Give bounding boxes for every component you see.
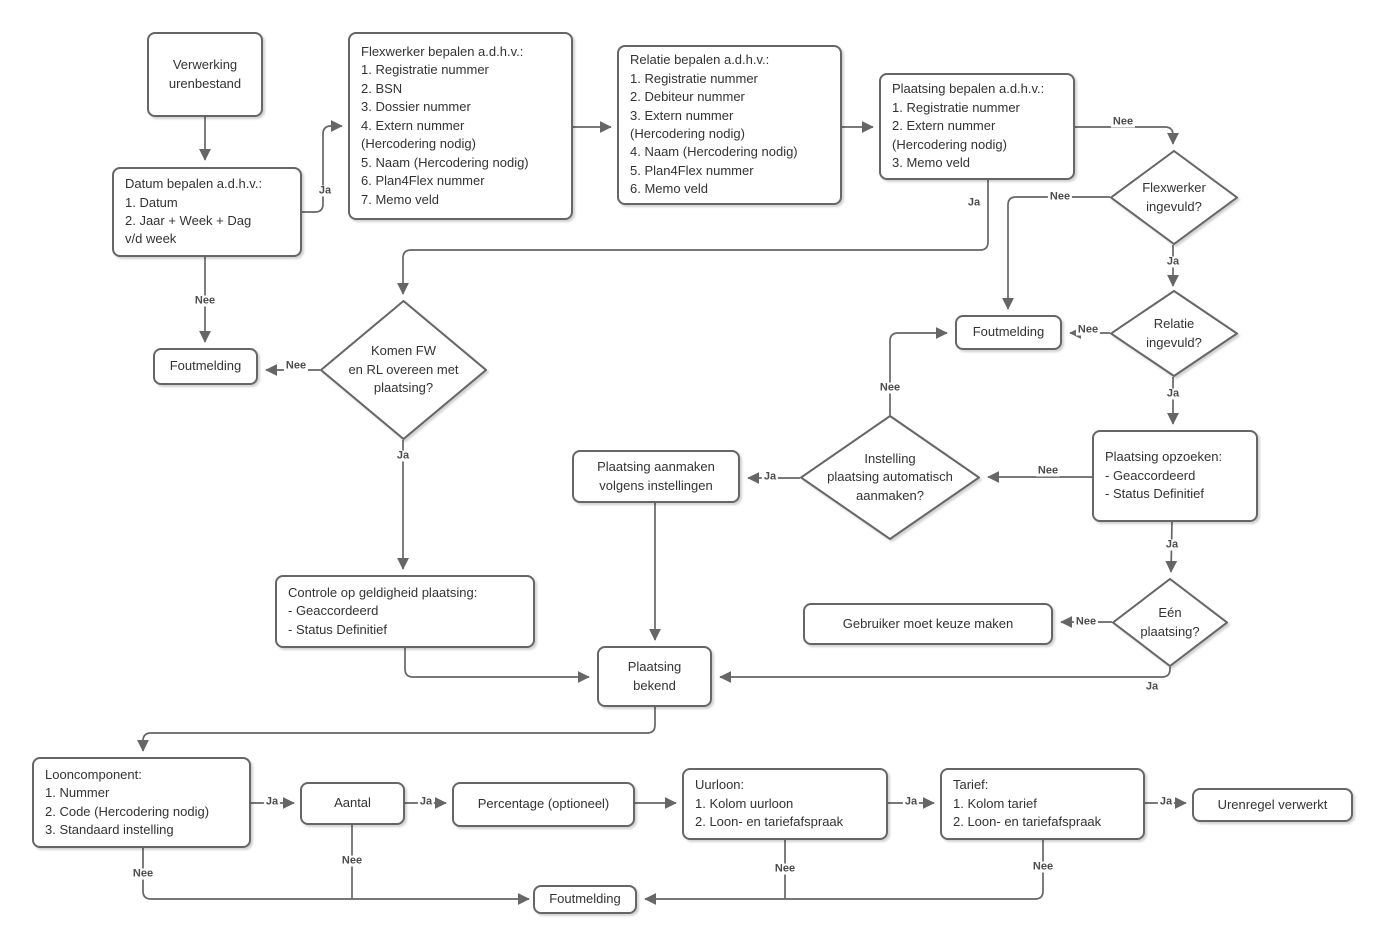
edge-label-flexingevuld-nee-naar-fout: Nee — [1047, 190, 1073, 203]
node-text-verwerking-urenbestand: Verwerking urenbestand — [168, 57, 242, 91]
node-text-flexwerker-ingevuld: Flexwerker ingevuld? — [1142, 180, 1206, 214]
node-plaatsing-bepalen: Plaatsing bepalen a.d.h.v.: 1. Registrat… — [879, 73, 1075, 180]
edge-plaatsing-ja-naar-komen — [397, 180, 989, 295]
node-text-instelling-plaatsing-automatisch: Instelling plaatsing automatisch aanmake… — [827, 450, 953, 503]
edge-label-tarief-nee-naar-fout: Nee — [1030, 860, 1056, 873]
edge-label-looncomponent-nee-naar-fout: Nee — [130, 867, 156, 880]
edge-looncomponent-nee-naar-fout — [142, 848, 530, 905]
node-instelling-plaatsing-automatisch: Instelling plaatsing automatisch aanmake… — [800, 415, 980, 540]
diamond-shape-flexwerker-ingevuld — [1110, 150, 1238, 245]
node-text-foutmelding-links: Foutmelding — [169, 358, 242, 374]
node-relatie-bepalen: Relatie bepalen a.d.h.v.: 1. Registratie… — [617, 45, 842, 205]
node-verwerking-urenbestand: Verwerking urenbestand — [147, 32, 263, 117]
edge-label-relingevuld-nee-naar-fout: Nee — [1075, 323, 1101, 336]
node-foutmelding-links: Foutmelding — [153, 348, 258, 385]
node-tarief: Tarief: 1. Kolom tarief 2. Loon- en tari… — [940, 768, 1145, 840]
node-text-een-plaatsing: Eén plaatsing? — [1140, 605, 1200, 639]
edge-label-uurloon-nee-naar-fout: Nee — [772, 862, 798, 875]
node-text-gebruiker-keuze: Gebruiker moet keuze maken — [842, 615, 1014, 631]
edge-label-datum-naar-flexwerker: Ja — [316, 184, 334, 197]
node-text-foutmelding-midden: Foutmelding — [972, 324, 1045, 340]
node-text-plaatsing-bekend: Plaatsing bekend — [627, 659, 682, 693]
node-datum-bepalen: Datum bepalen a.d.h.v.: 1. Datum 2. Jaar… — [112, 167, 302, 257]
node-foutmelding-onder: Foutmelding — [533, 885, 637, 914]
node-text-tarief: Tarief: 1. Kolom tarief 2. Loon- en tari… — [953, 777, 1102, 830]
node-uurloon: Uurloon: 1. Kolom uurloon 2. Loon- en ta… — [682, 768, 888, 840]
edge-label-aantal-nee-naar-fout: Nee — [339, 854, 365, 867]
edge-label-komen-ja-naar-controle: Ja — [394, 449, 412, 462]
node-plaatsing-bekend: Plaatsing bekend — [597, 646, 712, 707]
edge-label-komen-nee-naar-fout: Nee — [283, 359, 309, 372]
diamond-shape-een-plaatsing — [1112, 578, 1228, 667]
edge-datum-naar-flexwerker — [302, 120, 343, 213]
node-text-uurloon: Uurloon: 1. Kolom uurloon 2. Loon- en ta… — [695, 777, 844, 830]
node-flexwerker-bepalen: Flexwerker bepalen a.d.h.v.: 1. Registra… — [348, 32, 573, 220]
edge-label-instelling-ja-naar-aanmaken: Ja — [761, 470, 779, 483]
edge-label-looncomponent-ja-naar-aantal: Ja — [263, 795, 281, 808]
node-aantal: Aantal — [300, 782, 405, 825]
edge-tarief-nee-naar-fout — [644, 840, 1044, 905]
edge-label-opzoeken-ja-naar-eenplaatsing: Ja — [1163, 538, 1181, 551]
edge-label-eenplaatsing-ja-naar-bekend: Ja — [1143, 680, 1161, 693]
node-text-relatie-ingevuld: Relatie ingevuld? — [1146, 316, 1202, 350]
edge-label-aantal-ja-naar-percentage: Ja — [417, 795, 435, 808]
node-komen-fw-rl-overeen: Komen FW en RL overeen met plaatsing? — [320, 300, 487, 440]
node-text-aantal: Aantal — [334, 795, 371, 811]
node-controle-geldigheid: Controle op geldigheid plaatsing: - Geac… — [275, 575, 535, 648]
edge-eenplaatsing-ja-naar-bekend — [719, 667, 1171, 683]
node-gebruiker-keuze: Gebruiker moet keuze maken — [803, 603, 1053, 645]
edge-bekend-naar-looncomponent — [137, 707, 656, 752]
node-text-plaatsing-aanmaken: Plaatsing aanmaken volgens instellingen — [597, 459, 715, 493]
edge-label-plaatsing-nee-naar-flexingevuld: Nee — [1110, 115, 1136, 128]
node-text-komen-fw-rl-overeen: Komen FW en RL overeen met plaatsing? — [348, 343, 459, 396]
node-relatie-ingevuld: Relatie ingevuld? — [1110, 290, 1238, 377]
node-looncomponent: Looncomponent: 1. Nummer 2. Code (Hercod… — [32, 757, 251, 848]
node-text-datum-bepalen: Datum bepalen a.d.h.v.: 1. Datum 2. Jaar… — [125, 176, 263, 247]
edge-label-tarief-ja-naar-urenregel: Ja — [1157, 795, 1175, 808]
edge-label-opzoeken-nee-naar-instelling: Nee — [1035, 464, 1061, 477]
edge-plaatsing-nee-naar-flexingevuld — [1075, 126, 1179, 145]
edge-instelling-nee-naar-fout — [889, 327, 948, 415]
edge-label-flexingevuld-ja-naar-relingevuld: Ja — [1164, 255, 1182, 268]
node-text-urenregel-verwerkt: Urenregel verwerkt — [1217, 796, 1328, 812]
node-text-plaatsing-opzoeken: Plaatsing opzoeken: - Geaccordeerd - Sta… — [1105, 449, 1223, 502]
edge-label-plaatsing-ja-naar-komen: Ja — [965, 196, 983, 209]
node-foutmelding-midden: Foutmelding — [955, 315, 1062, 350]
edge-label-instelling-nee-naar-fout: Nee — [877, 381, 903, 394]
edge-flexingevuld-nee-naar-fout — [1002, 196, 1110, 310]
node-text-plaatsing-bepalen: Plaatsing bepalen a.d.h.v.: 1. Registrat… — [892, 81, 1045, 171]
edge-label-uurloon-ja-naar-tarief: Ja — [902, 795, 920, 808]
diamond-shape-instelling-plaatsing-automatisch — [800, 415, 980, 540]
node-text-percentage: Percentage (optioneel) — [477, 796, 610, 812]
diamond-shape-relatie-ingevuld — [1110, 290, 1238, 377]
node-text-foutmelding-onder: Foutmelding — [549, 891, 621, 907]
node-text-looncomponent: Looncomponent: 1. Nummer 2. Code (Hercod… — [45, 766, 210, 837]
node-een-plaatsing: Eén plaatsing? — [1112, 578, 1228, 667]
node-text-flexwerker-bepalen: Flexwerker bepalen a.d.h.v.: 1. Registra… — [361, 43, 529, 207]
edge-controle-naar-bekend — [404, 648, 590, 683]
node-text-controle-geldigheid: Controle op geldigheid plaatsing: - Geac… — [288, 584, 478, 637]
node-percentage: Percentage (optioneel) — [452, 782, 635, 827]
node-plaatsing-opzoeken: Plaatsing opzoeken: - Geaccordeerd - Sta… — [1092, 430, 1258, 522]
node-plaatsing-aanmaken: Plaatsing aanmaken volgens instellingen — [572, 450, 740, 503]
node-flexwerker-ingevuld: Flexwerker ingevuld? — [1110, 150, 1238, 245]
node-urenregel-verwerkt: Urenregel verwerkt — [1192, 788, 1353, 822]
edge-label-datum-nee-naar-fout: Nee — [192, 294, 218, 307]
edge-label-eenplaatsing-nee-naar-gebruiker: Nee — [1073, 615, 1099, 628]
node-text-relatie-bepalen: Relatie bepalen a.d.h.v.: 1. Registratie… — [630, 52, 798, 197]
diamond-shape-komen-fw-rl-overeen — [320, 300, 487, 440]
edge-label-relingevuld-ja-naar-opzoeken: Ja — [1164, 387, 1182, 400]
